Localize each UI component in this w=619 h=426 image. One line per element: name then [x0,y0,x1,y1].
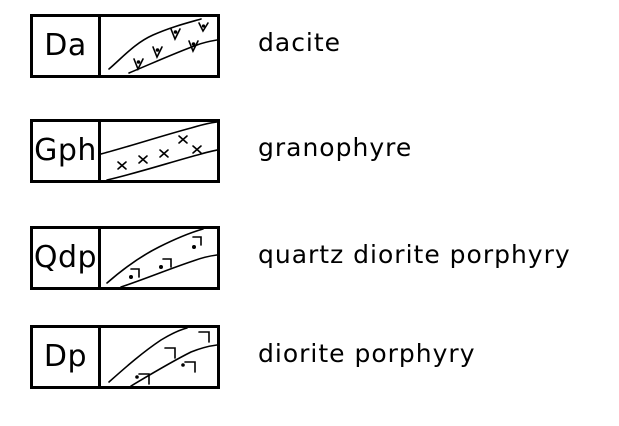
quartz-diorite-porphyry-pattern [101,229,217,287]
rock-name-label: granophyre [258,133,413,162]
rock-name-label: dacite [258,28,342,57]
rock-code-label: Gph [33,122,101,180]
granophyre-pattern-icon [101,122,217,180]
rock-name-label: diorite porphyry [258,339,476,368]
rock-code-label: Qdp [33,229,101,287]
diorite-porphyry-pattern-icon [108,328,217,386]
legend-symbol-box: Dp [30,325,220,389]
rock-name-label: quartz diorite porphyry [258,240,571,269]
quartz-diorite-porphyry-pattern-icon [106,229,217,287]
legend-row-dacite: Da [0,0,619,84]
legend-symbol-box: Qdp [30,226,220,290]
legend-row-quartz-diorite-porphyry: Qdp quartz [0,212,619,296]
legend-symbol-box: Da [30,14,220,78]
granophyre-pattern [101,122,217,180]
dacite-pattern [101,17,217,75]
rock-code-label: Da [33,17,101,75]
legend-row-diorite-porphyry: Dp diorite [0,311,619,395]
rock-code-label: Dp [33,328,101,386]
dacite-pattern-icon [108,18,217,74]
diorite-porphyry-pattern [101,328,217,386]
legend-row-granophyre: Gph granophyre [0,105,619,189]
legend-symbol-box: Gph [30,119,220,183]
